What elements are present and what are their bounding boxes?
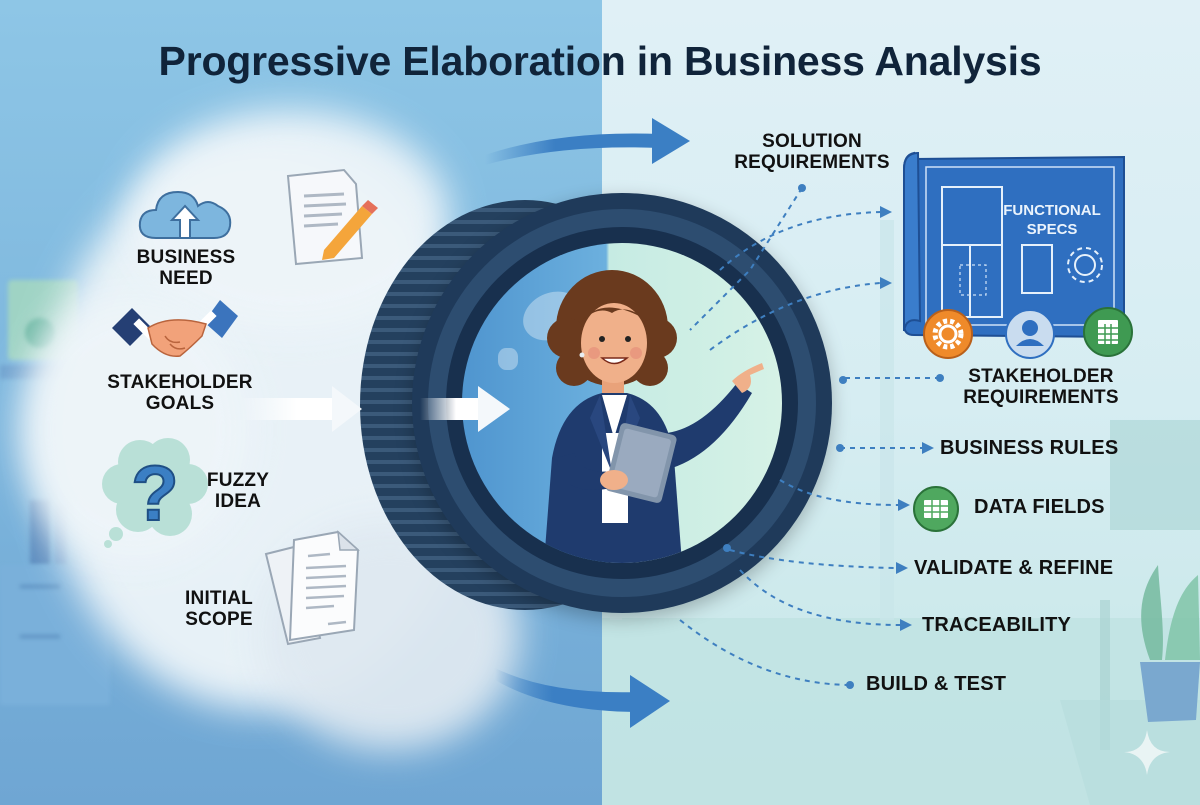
label-line: BUSINESS RULES: [940, 437, 1119, 459]
output-traceability: TRACEABILITY: [922, 614, 1102, 636]
lens-glint: [498, 348, 518, 370]
output-data-fields: DATA FIELDS: [974, 496, 1134, 518]
label-line: STAKEHOLDER: [968, 366, 1114, 387]
business-analyst-figure: [544, 270, 764, 563]
label-line: FUZZY: [206, 470, 270, 491]
lens-glass: [462, 243, 782, 563]
functional-specs-line2: SPECS: [1027, 221, 1078, 238]
label-line: BUILD & TEST: [866, 673, 1007, 695]
label-line: REQUIREMENTS: [734, 152, 890, 174]
output-business-rules: BUSINESS RULES: [940, 437, 1140, 459]
label-line: REQUIREMENTS: [963, 387, 1119, 409]
label-line: DATA FIELDS: [974, 496, 1105, 518]
output-build-test: BUILD & TEST: [866, 673, 1046, 695]
cloud-upload-icon: [138, 190, 232, 239]
label-line: BUSINESS: [136, 247, 236, 268]
question-cloud-icon: ?: [102, 438, 208, 548]
gear-badge-icon: [923, 309, 973, 359]
label-line: SOLUTION: [762, 131, 862, 152]
label-line: INITIAL: [185, 588, 253, 609]
spreadsheet-badge-icon: [1083, 307, 1133, 357]
document-pencil-icon: [286, 168, 378, 266]
spreadsheet-icon: [913, 486, 959, 532]
svg-text:?: ?: [131, 449, 179, 537]
label-line: GOALS: [145, 393, 215, 415]
label-line: STAKEHOLDER: [107, 372, 253, 393]
top-flow-arrow: [485, 118, 690, 165]
user-badge-icon: [1005, 309, 1055, 359]
functional-specs-line1: FUNCTIONAL: [1003, 202, 1101, 219]
blurred-books: [30, 500, 50, 565]
blueprint-gear-icon: [1067, 247, 1103, 283]
label-line: NEED: [159, 268, 213, 290]
handshake-icon: [112, 300, 238, 357]
blurred-drawer: [20, 635, 60, 638]
documents-icon: [264, 530, 360, 646]
input-arrow: [240, 386, 362, 432]
label-line: TRACEABILITY: [922, 614, 1072, 636]
output-solution-requirements: SOLUTION REQUIREMENTS: [722, 131, 902, 174]
label-line: VALIDATE & REFINE: [914, 557, 1114, 579]
output-validate-refine: VALIDATE & REFINE: [914, 557, 1144, 579]
label-line: IDEA: [214, 491, 262, 513]
label-line: SCOPE: [185, 609, 253, 631]
output-stakeholder-requirements: STAKEHOLDER REQUIREMENTS: [944, 366, 1138, 409]
bottom-flow-arrow: [495, 668, 670, 728]
blurred-drawer: [20, 585, 60, 588]
page-title: Progressive Elaboration in Business Anal…: [158, 38, 1042, 84]
input-arrow: [420, 386, 510, 432]
